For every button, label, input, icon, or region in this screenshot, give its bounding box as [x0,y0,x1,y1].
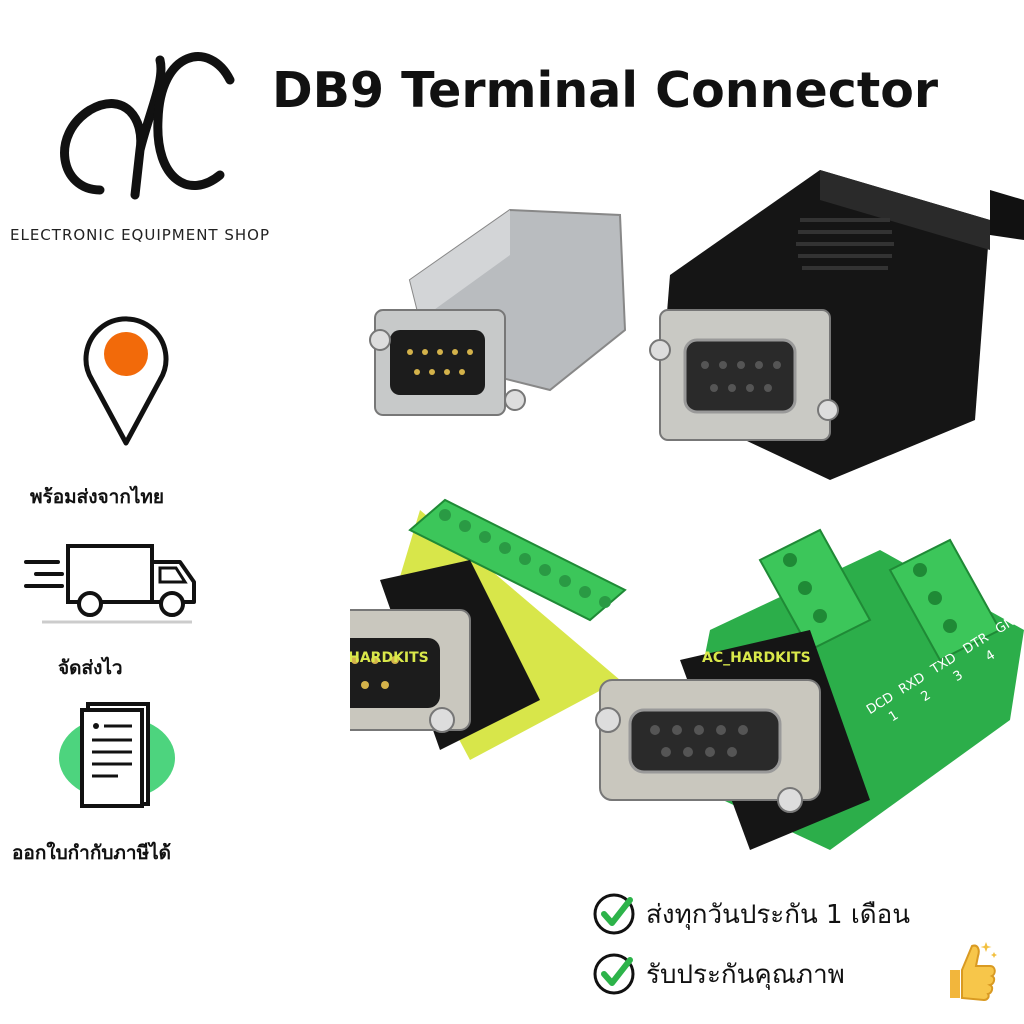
delivery-truck-icon [24,544,196,624]
watermark-right: AC_HARDKITS [702,650,811,666]
shop-tagline: ELECTRONIC EQUIPMENT SHOP [10,226,271,244]
product-title: DB9 Terminal Connector [272,62,939,119]
db9-female-terminal-board: AC_HARDKITS DCD RXD TXD DTR GND 1 2 3 4 [595,528,1024,850]
db9-male-gray-hood [369,208,627,416]
brand-logo [60,52,235,200]
check-circle-icon [593,953,635,995]
location-pin-icon [83,316,169,446]
guarantee-row-monthly: ส่งทุกวันประกัน 1 เดือน [592,892,910,936]
product-photo: AC_HARDKITS AC_HARDKITS DCD RXD TXD DTR … [350,170,1024,850]
db9-female-black-hood [649,170,1024,480]
feature-label-ready: พร้อมส่งจากไทย [30,486,165,508]
guarantee-label-monthly: ส่งทุกวันประกัน 1 เดือน [646,899,910,930]
guarantee-row-quality: รับประกันคุณภาพ [592,952,845,996]
thumbs-up-icon [950,942,997,1002]
feature-label-fast-shipping: จัดส่งไว [58,657,123,679]
db9-male-terminal-board: AC_HARDKITS [350,498,627,760]
watermark-left: AC_HARDKITS [350,650,429,666]
guarantee-label-quality: รับประกันคุณภาพ [646,959,845,990]
document-icon [59,702,175,808]
check-circle-icon [593,893,635,935]
feature-label-tax-invoice: ออกใบกำกับภาษีได้ [12,842,172,864]
